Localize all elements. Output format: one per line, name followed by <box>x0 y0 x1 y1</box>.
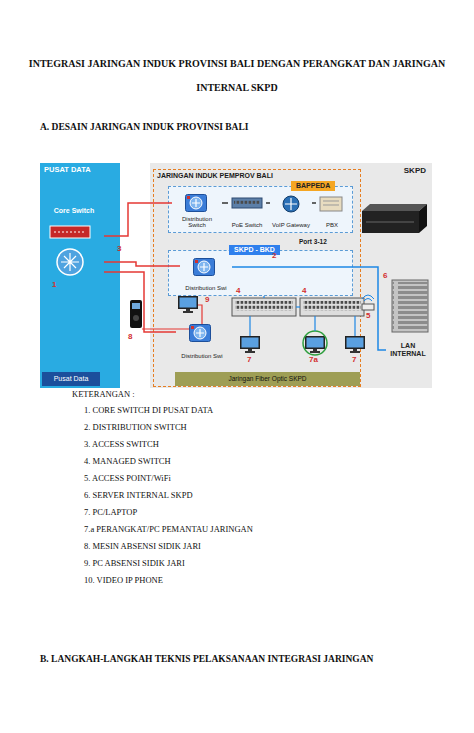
node-label: LAN INTERNAL <box>387 342 429 357</box>
node-label: SKPD <box>404 167 426 176</box>
callout-number: 7 <box>247 356 251 364</box>
section-heading: B. LANGKAH-LANGKAH TEKNIS PELAKSANAAN IN… <box>40 654 373 664</box>
highlight-circle <box>303 331 327 355</box>
node-label: Jaringan Fiber Optic SKPD <box>228 375 306 382</box>
section-heading: A. DESAIN JARINGAN INDUK PROVINSI BALI <box>40 122 249 132</box>
lan-internal: LAN INTERNAL <box>386 338 430 362</box>
callout-number: 6 <box>383 272 387 280</box>
node-label: PoE Switch <box>232 222 263 229</box>
callout-number: 8 <box>128 333 132 341</box>
callout-number: 9 <box>205 296 209 304</box>
pc-icon <box>178 296 198 313</box>
network-link <box>104 203 172 236</box>
callout-number: 4 <box>302 287 306 295</box>
managed-switch-icon <box>232 298 364 316</box>
legend-item: 8. MESIN ABSENSI SIDIK JARI <box>84 541 201 551</box>
callout-number: 7a <box>309 356 318 364</box>
network-link <box>266 202 270 204</box>
legend-item: 1. CORE SWITCH DI PUSAT DATA <box>84 405 213 415</box>
core-switch-icon <box>50 226 90 275</box>
node-label: JARINGAN INDUK PEMPROV BALI <box>157 172 273 180</box>
data-center-panel: PUSAT DATA Core SwitchPusat Data <box>40 163 120 388</box>
access-point-icon <box>362 295 374 310</box>
group-tag: BAPPEDA <box>291 181 335 191</box>
legend-item: 6. SERVER INTERNAL SKPD <box>84 490 193 500</box>
data-center-tag: Pusat Data <box>42 372 100 386</box>
callout-number: 5 <box>366 312 370 320</box>
voip-gateway-icon <box>283 196 299 212</box>
distribution-switch-icon <box>194 259 215 276</box>
pc-icon <box>345 336 365 353</box>
distribution-switch-icon <box>190 325 211 342</box>
node-label: Distribution Swi <box>185 285 226 292</box>
legend-item: 2. DISTRIBUTION SWITCH <box>84 422 187 432</box>
network-link <box>222 202 228 204</box>
network-link <box>104 262 180 266</box>
network-wire <box>142 296 355 336</box>
network-link <box>232 267 386 350</box>
callout-number: 3 <box>117 245 121 253</box>
legend-item: 5. ACCESS POINT/WiFi <box>84 473 171 483</box>
pc-icon <box>240 336 260 353</box>
legend-item: 9. PC ABSENSI SIDIK JARI <box>84 558 185 568</box>
legend-item: 3. ACCESS SWITCH <box>84 439 159 449</box>
node-label: Core Switch <box>54 207 94 215</box>
legend-item: 4. MANAGED SWITCH <box>84 456 171 466</box>
fiber-optic-band: Jaringan Fiber Optic SKPD <box>175 372 360 386</box>
callout-number: 2 <box>272 252 276 260</box>
pbx-icon <box>320 197 342 211</box>
legend-item: 10. VIDEO IP PHONE <box>84 575 163 585</box>
node-label: PBX <box>326 222 338 229</box>
poe-switch-icon <box>232 198 262 208</box>
port-note: Port 3-12 <box>299 238 327 245</box>
legend-item: 7. PC/LAPTOP <box>84 507 137 517</box>
page-title: INTEGRASI JARINGAN INDUK PROVINSI BALI D… <box>27 52 447 100</box>
callout-number: 1 <box>52 281 56 289</box>
server-rack-icon <box>392 280 428 332</box>
legend-item: KETERANGAN : <box>72 389 135 399</box>
node-label: VoIP Gateway <box>272 222 310 229</box>
network-link <box>104 272 176 332</box>
node-label: Pusat Data <box>54 375 89 383</box>
callout-number: 4 <box>236 287 240 295</box>
node-label: PUSAT DATA <box>44 166 91 174</box>
legend-item: 7.a PERANGKAT/PC PEMANTAU JARINGAN <box>84 524 253 534</box>
node-label: Distribution Switch <box>173 216 221 229</box>
node-label: Distribution Swi <box>181 353 222 360</box>
callout-number: 7 <box>352 356 356 364</box>
fingerprint-machine-icon <box>130 300 142 328</box>
network-link <box>312 202 316 204</box>
distribution-switch-icon <box>186 195 207 212</box>
skpd-router-device <box>362 204 427 233</box>
pc-icon <box>305 336 325 353</box>
